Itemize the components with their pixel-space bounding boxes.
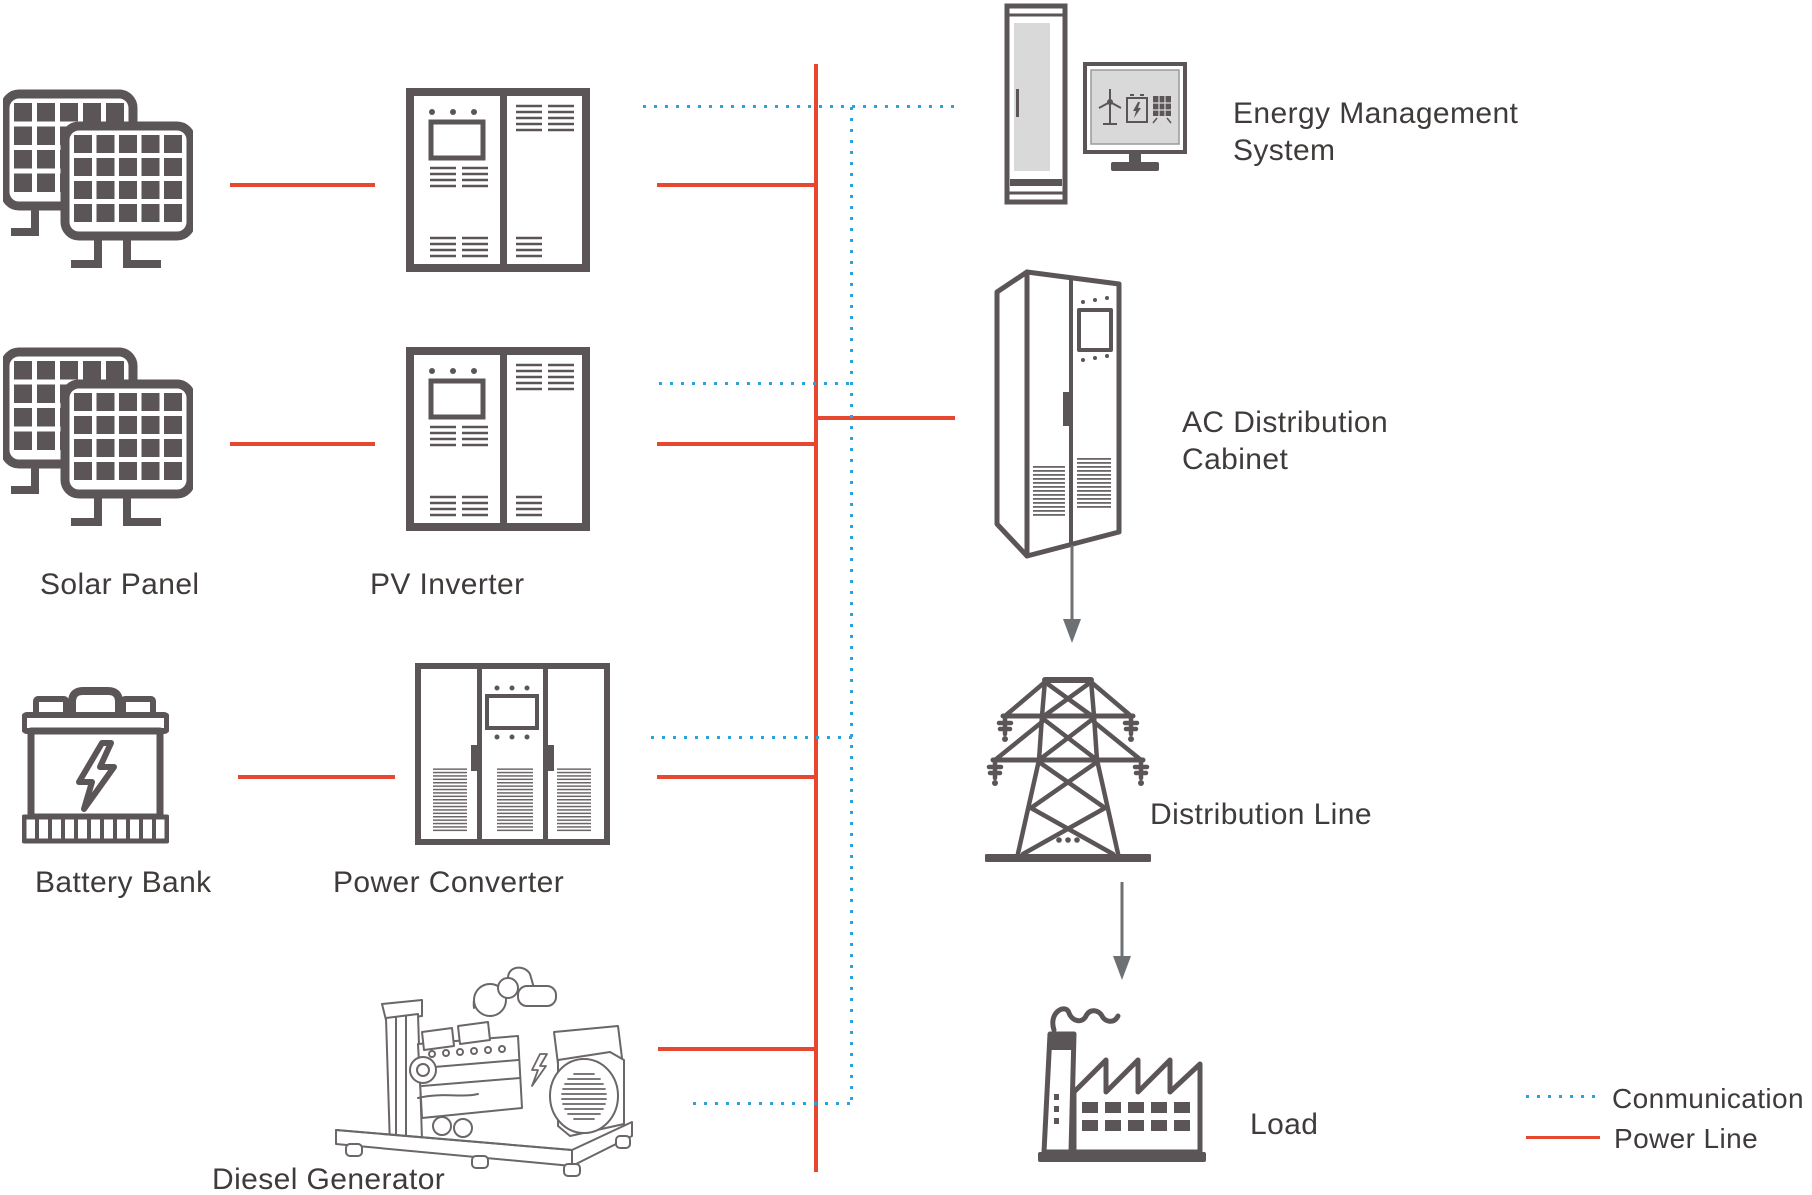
legend-communication-label: Conmunication <box>1612 1083 1804 1114</box>
comm-line-diesel <box>693 1102 853 1105</box>
ac-distribution-cabinet-label: AC Distribution Cabinet <box>1182 404 1388 478</box>
legend-power-label: Power Line <box>1614 1123 1759 1154</box>
battery-bank-label: Battery Bank <box>35 866 212 899</box>
comm-bus-line <box>850 107 853 1106</box>
ems-label-line1: Energy Management <box>1233 97 1519 130</box>
converter-cabinet-icon <box>415 663 610 845</box>
ems-label-line2: System <box>1233 134 1336 167</box>
wind-turbine-glyph <box>1098 89 1122 125</box>
comm-line-inverter1-ems <box>643 105 957 108</box>
server-rack-icon <box>1004 3 1068 205</box>
solar-panel-label: Solar Panel <box>40 568 200 601</box>
power-line-diesel-bus <box>658 1047 816 1051</box>
distribution-line-label: Distribution Line <box>1150 798 1372 831</box>
load-label: Load <box>1250 1108 1319 1141</box>
power-line-inverter2-bus <box>657 442 816 446</box>
solar-panel-icon <box>3 88 193 278</box>
distribution-cabinet-icon <box>993 266 1123 566</box>
diesel-generator-label: Diesel Generator <box>212 1163 446 1195</box>
inverter-cabinet-icon <box>406 347 590 531</box>
pv-inverter-label: PV Inverter <box>370 568 525 601</box>
solar-panel-icon <box>3 346 193 536</box>
power-bus-line <box>814 64 818 1172</box>
arrow-down-icon <box>1111 882 1133 984</box>
battery-glyph <box>1126 94 1148 123</box>
battery-icon <box>22 687 169 845</box>
legend: Conmunication Power Line <box>1526 1080 1812 1160</box>
comm-line-inverter2 <box>659 382 853 385</box>
arrow-down-icon <box>1061 545 1083 647</box>
legend-power-line-sample <box>1526 1136 1600 1139</box>
solar-glyph <box>1152 96 1172 124</box>
ac-label-line1: AC Distribution <box>1182 406 1389 439</box>
transmission-tower-icon <box>985 668 1151 864</box>
power-line-solar1-inverter1 <box>230 183 375 187</box>
power-converter-label: Power Converter <box>333 866 565 899</box>
power-line-solar2-inverter2 <box>230 442 375 446</box>
monitor-icon <box>1083 62 1187 176</box>
power-line-converter-bus <box>657 775 816 779</box>
diesel-generator-icon <box>322 948 654 1195</box>
inverter-cabinet-icon <box>406 88 590 272</box>
ac-label-line2: Cabinet <box>1182 443 1289 476</box>
legend-communication-line-sample <box>1526 1095 1602 1098</box>
power-line-battery-converter <box>238 775 395 779</box>
factory-icon <box>1038 998 1210 1164</box>
power-line-bus-ac-cabinet <box>816 416 955 420</box>
power-line-inverter1-bus <box>657 183 816 187</box>
energy-management-system-label: Energy Management System <box>1233 95 1518 169</box>
comm-line-converter <box>651 736 853 739</box>
